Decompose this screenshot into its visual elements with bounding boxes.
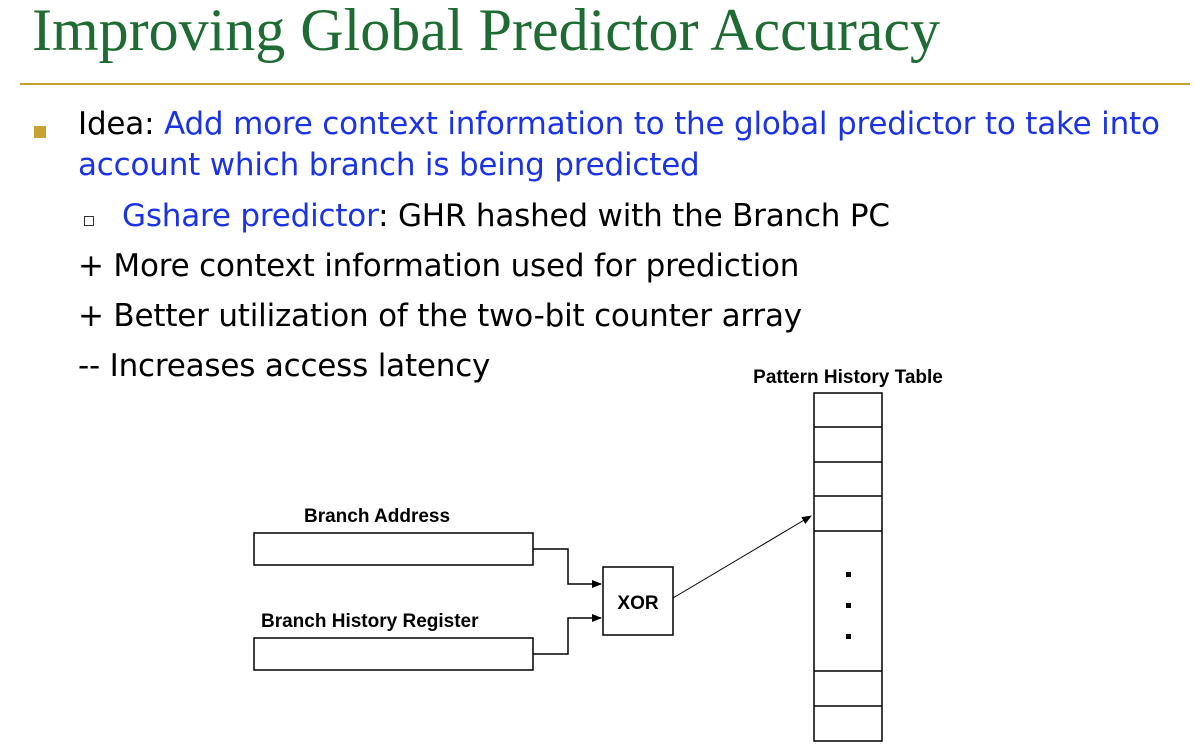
bullet-square-icon (34, 126, 46, 138)
pht-ellipsis-dot (846, 572, 851, 577)
branch-address-register (253, 532, 534, 566)
idea-line-1: Idea: Add more context information to th… (78, 106, 1160, 142)
bhr-to-xor-wire (533, 614, 602, 655)
idea-text-1: Add more context information to the glob… (154, 106, 1160, 142)
con-1: -- Increases access latency (78, 348, 491, 384)
pht-label: Pattern History Table (753, 367, 943, 388)
title-divider (20, 83, 1190, 85)
gshare-desc: : GHR hashed with the Branch PC (378, 198, 890, 234)
gshare-line: Gshare predictor: GHR hashed with the Br… (122, 198, 890, 234)
branch-history-register (253, 637, 534, 671)
gshare-name: Gshare predictor (122, 198, 379, 234)
branch-address-label: Branch Address (304, 506, 450, 527)
address-to-xor-wire (533, 548, 602, 588)
pht-ellipsis-dot (846, 634, 851, 639)
xor-gate (602, 566, 674, 636)
pro-1: + More context information used for pred… (78, 248, 800, 284)
bhr-label: Branch History Register (261, 611, 479, 632)
index-arrow (672, 515, 812, 599)
idea-text-2: account which branch is being predicted (78, 147, 700, 183)
slide-title: Improving Global Predictor Accuracy (32, 0, 941, 63)
pht-ellipsis-dot (846, 603, 851, 608)
pattern-history-table (813, 392, 883, 742)
idea-label: Idea: (78, 106, 155, 142)
pht-row-dividers (814, 426, 882, 707)
sub-bullet-icon (84, 216, 94, 226)
xor-label: XOR (617, 593, 658, 614)
pro-2: + Better utilization of the two-bit coun… (78, 298, 802, 334)
